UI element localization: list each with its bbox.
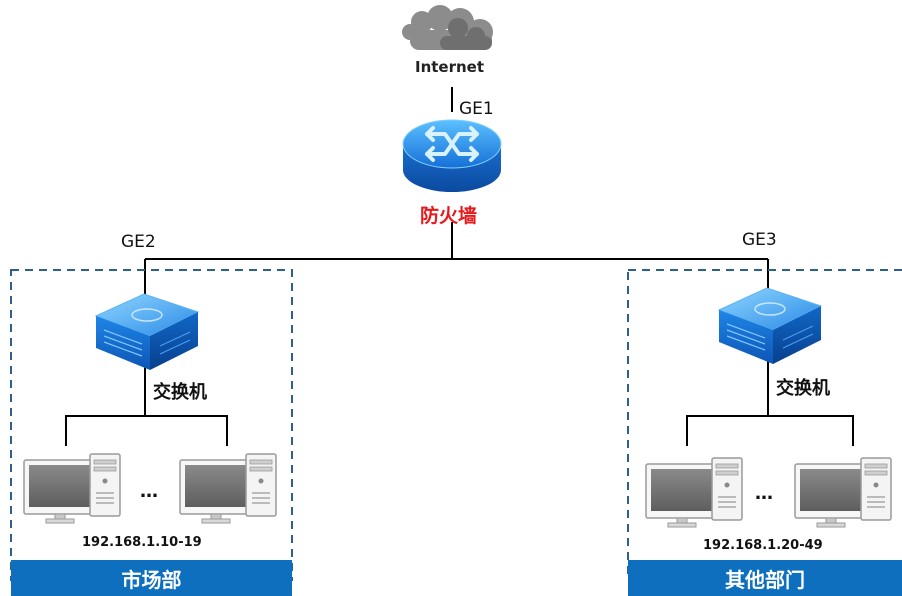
right-dept-name: 其他部门: [725, 567, 805, 592]
right-ip-range: 192.168.1.20-49: [703, 538, 823, 553]
port-ge2-label: GE2: [121, 232, 156, 252]
left-access-bracket: [65, 415, 228, 446]
firewall-router-icon: [402, 119, 502, 192]
desktop-computer-icon: [645, 457, 743, 528]
right-access-bracket: [686, 415, 854, 446]
left-ip-range: 192.168.1.10-19: [82, 535, 202, 550]
left-switch-label: 交换机: [153, 382, 207, 403]
desktop-computer-icon: [794, 457, 892, 528]
port-ge3-label: GE3: [742, 230, 777, 250]
left-dept-name: 市场部: [121, 567, 182, 592]
switch-icon: [95, 293, 199, 371]
connection-lines: [65, 87, 854, 446]
desktop-computer-icon: [179, 453, 277, 524]
right-ellipsis: …: [755, 483, 774, 504]
firewall-label: 防火墙: [420, 205, 478, 227]
switch-icon: [718, 287, 822, 365]
internet-label: Internet: [415, 58, 485, 76]
left-dept-banner: 市场部: [11, 560, 292, 596]
right-switch-label: 交换机: [776, 378, 830, 399]
port-ge1-label: GE1: [459, 99, 494, 119]
left-ellipsis: …: [140, 481, 159, 502]
desktop-computer-icon: [23, 453, 121, 524]
cloud-icon: [402, 5, 493, 50]
right-dept-banner: 其他部门: [628, 560, 902, 596]
